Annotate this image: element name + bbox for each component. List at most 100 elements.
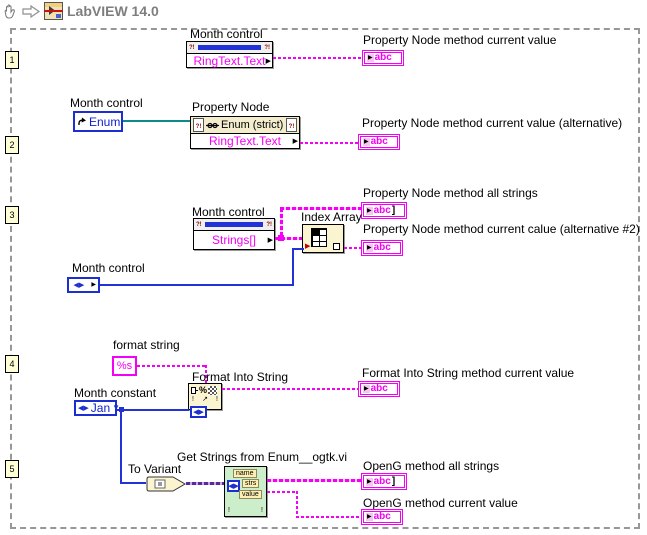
- wire-string-array-strs: [267, 479, 361, 482]
- wire-enum-s5-h: [120, 482, 146, 484]
- s2-node-class: Enum (strict): [221, 119, 284, 131]
- indicator-abc: abc: [370, 136, 388, 147]
- indicator-arrow-icon: ▶: [366, 477, 373, 486]
- s3-property-text: Strings[]: [211, 233, 256, 247]
- wire-string-s2: [300, 142, 358, 144]
- index-array-function[interactable]: ▶: [302, 224, 344, 253]
- ring-arrows-icon: ◀▶: [228, 482, 239, 490]
- output-arrow-icon: ▶: [267, 237, 273, 244]
- s5-array-indicator[interactable]: ▶abc]: [361, 473, 407, 490]
- diag-arrow-icon: ↗: [202, 396, 208, 403]
- s3-array-indicator[interactable]: ▶abc]: [361, 202, 407, 219]
- indicator-abc: abc: [373, 511, 391, 522]
- strict-ref-arrow-icon: [77, 116, 87, 127]
- format-icon-row: %: [189, 384, 221, 396]
- indicator-abc: abc: [373, 475, 391, 487]
- s4-format-constant[interactable]: %s: [112, 356, 137, 376]
- s2-control-label: Month control: [70, 96, 143, 110]
- ring-arrows-icon: ◀▶: [73, 281, 85, 289]
- page-icon: ?!: [286, 118, 297, 132]
- qmark-icon: ?!: [266, 221, 272, 228]
- indicator-abc: abc: [373, 242, 391, 253]
- wire-enum-s5-v: [120, 409, 122, 483]
- s3-ring-terminal[interactable]: ◀▶ ▶: [67, 277, 100, 293]
- s1-string-indicator[interactable]: ▶abc: [362, 50, 404, 66]
- snippet-title: LabVIEW 14.0: [67, 3, 159, 19]
- s1-property-row[interactable]: RingText.Text ▶: [187, 53, 272, 68]
- dropdown-icon[interactable]: ▼: [112, 403, 121, 412]
- s2-enum-refnum-control[interactable]: Enum: [73, 111, 123, 132]
- indicator-arrow-icon: ▶: [367, 54, 374, 62]
- s3-control-label: Month control: [192, 205, 265, 219]
- terminal-out-arrow-icon: ▶: [91, 282, 96, 288]
- indicator-arrow-icon: ▶: [366, 206, 373, 215]
- pan-hand-icon: [2, 2, 20, 21]
- format-into-string-function[interactable]: % ! ↗ ! ◀▶: [188, 383, 222, 418]
- bang-icon: !: [192, 396, 194, 403]
- frame-tag-3: 3: [5, 206, 19, 224]
- indicator-arrow-icon: ▶: [363, 385, 370, 393]
- s3-property-node[interactable]: ?! ?! Strings[] ▶: [193, 218, 275, 250]
- wire-enum-blue-v: [292, 248, 294, 286]
- s3-index-array-label: Index Array: [301, 210, 362, 224]
- wire-junction-dot: [278, 235, 284, 241]
- s5-current-value-label: OpenG method current value: [363, 496, 518, 510]
- vi-row-strs: strs: [242, 479, 260, 488]
- s2-string-indicator[interactable]: ▶abc: [358, 134, 400, 150]
- wire-string-fmt-h: [137, 365, 207, 367]
- wire-string-value-h2: [296, 516, 361, 518]
- string-dither-icon: [208, 385, 218, 395]
- index-input-icon: ▶: [305, 243, 311, 250]
- indicator-abc: abc: [370, 383, 388, 394]
- to-variant-function[interactable]: [146, 476, 187, 492]
- format-string-value: %s: [116, 360, 133, 372]
- ring-control-icon: ?! ?!: [187, 42, 272, 54]
- wire-refnum-teal: [123, 120, 190, 122]
- bang-icon: !: [216, 396, 218, 403]
- wire-string-s3-out: [344, 247, 361, 249]
- vi-row-value: value: [239, 490, 262, 499]
- s2-node-title: Property Node: [192, 100, 270, 114]
- output-arrow-icon: ▶: [292, 138, 298, 145]
- wire-string-s4-out: [222, 388, 358, 390]
- array-bracket-icon: ]: [391, 475, 396, 487]
- s4-format-label: format string: [113, 338, 180, 352]
- s2-property-node[interactable]: ?! Enum (strict) ?! RingText.Text ▶: [190, 116, 300, 149]
- wire-enum-s4-h: [117, 409, 189, 411]
- frame-tag-5: 5: [5, 460, 19, 478]
- s4-constant-label: Month constant: [74, 386, 157, 400]
- s3-property-row[interactable]: Strings[] ▶: [194, 231, 274, 249]
- s3-string-indicator[interactable]: ▶abc: [361, 240, 403, 256]
- s1-property-text: RingText.Text: [193, 53, 266, 68]
- s4-string-indicator[interactable]: ▶abc: [358, 381, 400, 397]
- bang-icon: !: [228, 507, 230, 514]
- labview-vi-icon: [44, 2, 63, 20]
- wire-enum-blue-h: [100, 284, 294, 286]
- get-strings-subvi[interactable]: name ◀▶ strs value ! !: [224, 466, 267, 517]
- input-box-icon: [191, 386, 198, 394]
- s2-property-row[interactable]: RingText.Text ▶: [191, 134, 299, 148]
- wire-enum-blue-in: [292, 248, 304, 250]
- vi-row-name: name: [233, 469, 257, 478]
- wire-string-value-h1: [267, 491, 298, 493]
- percent-icon: %: [199, 385, 208, 395]
- s5-string-indicator[interactable]: ▶abc: [361, 509, 403, 525]
- indicator-arrow-icon: ▶: [366, 513, 373, 521]
- wire-variant: [186, 482, 224, 485]
- array-bracket-icon: ]: [391, 204, 396, 216]
- page-icon: ?!: [193, 118, 204, 132]
- s4-function-label: Format Into String: [192, 370, 289, 384]
- ring-bar-icon: [197, 45, 262, 50]
- snippet-frame: [10, 28, 640, 529]
- s1-property-node[interactable]: ?! ?! RingText.Text ▶: [186, 41, 273, 68]
- ring-control-icon: ?! ?!: [194, 219, 274, 231]
- s4-month-constant[interactable]: ◀▶ Jan ▼: [74, 400, 121, 416]
- wire-string-array-top: [280, 207, 361, 210]
- output-arrow-icon: ▶: [265, 57, 271, 65]
- enum-input-chip: ◀▶: [190, 406, 207, 418]
- s2-property-text: RingText.Text: [208, 134, 282, 148]
- s3-alt2-label: Property Node method current calue (alte…: [363, 222, 640, 236]
- index-array-grid-icon: [311, 228, 327, 247]
- indicator-abc: abc: [374, 52, 392, 63]
- s4-result-label: Format Into String method current value: [362, 366, 575, 380]
